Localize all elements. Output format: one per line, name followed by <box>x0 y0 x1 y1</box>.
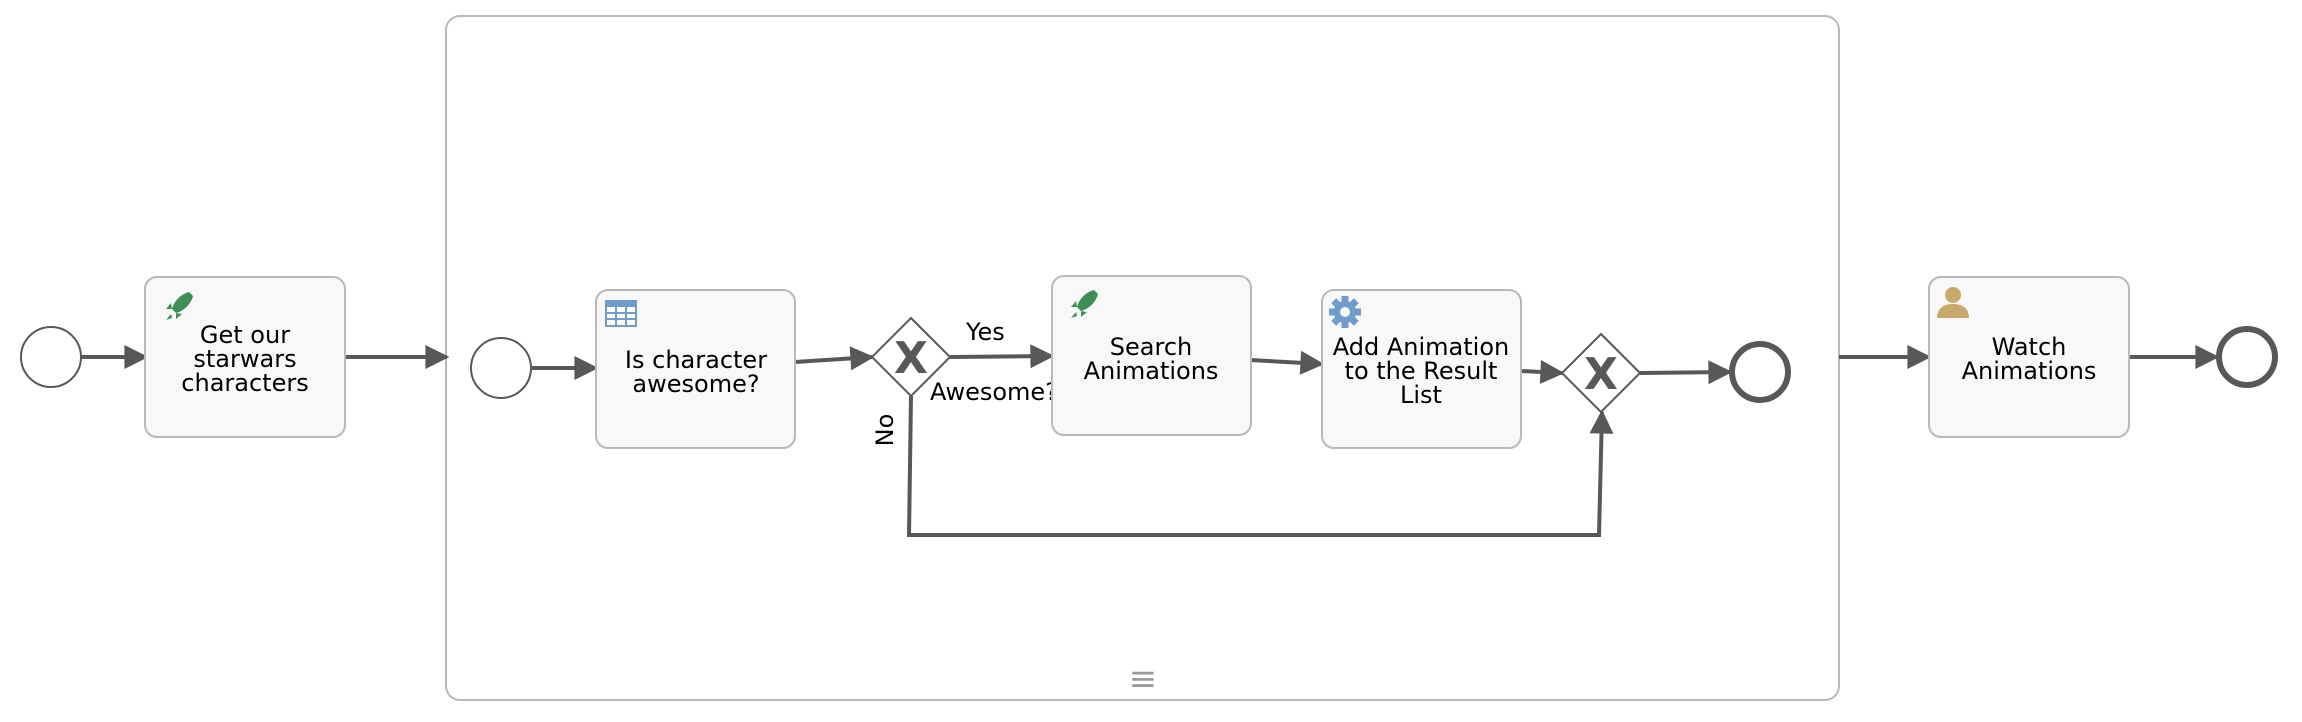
rocket-icon <box>166 292 193 320</box>
user-icon <box>1937 287 1969 318</box>
flow-label-awesome: Awesome? <box>930 378 1058 406</box>
task-box <box>1928 276 2130 438</box>
task-label-line: Add Animation <box>1333 333 1509 361</box>
subprocess-collapse-marker[interactable]: ≡ <box>1129 659 1158 699</box>
task-label-line: characters <box>181 369 308 397</box>
flow-label-no: No <box>871 414 899 447</box>
flow-merge-to-sub-end[interactable] <box>1639 360 1733 385</box>
task-box <box>144 276 346 438</box>
sequence-flows <box>81 344 2220 537</box>
task-label-line: awesome? <box>632 370 759 398</box>
flow-label-yes: Yes <box>965 318 1005 346</box>
subprocess-end-event[interactable] <box>1729 341 1791 403</box>
task-label-line: Is character <box>625 346 767 374</box>
exclusive-gateway-awesome[interactable]: X <box>870 316 952 398</box>
task-label-line: Search <box>1110 333 1192 361</box>
end-event[interactable] <box>2216 326 2278 388</box>
start-event[interactable] <box>20 326 82 388</box>
gateway-diamond <box>870 316 952 398</box>
flow-gateway-no[interactable] <box>906 395 1614 537</box>
table-icon <box>605 300 637 327</box>
gateway-x-icon: X <box>894 333 928 384</box>
task-add-animation[interactable]: Add Animation to the Result List <box>1321 289 1522 449</box>
task-is-awesome[interactable]: Is character awesome? <box>595 289 796 449</box>
task-watch-animations[interactable]: Watch Animations <box>1928 276 2130 438</box>
subprocess-start-event[interactable] <box>470 337 532 399</box>
flow-add-to-merge-gateway[interactable] <box>1520 359 1565 384</box>
task-label-line: List <box>1400 381 1442 409</box>
task-box <box>1051 275 1252 436</box>
task-label-line: Animations <box>1962 357 2097 385</box>
exclusive-gateway-merge[interactable]: X <box>1560 332 1642 414</box>
flow-gateway-yes[interactable] <box>949 344 1055 369</box>
task-label-line: starwars <box>193 345 296 373</box>
task-get-characters[interactable]: Get our starwars characters <box>144 276 346 438</box>
task-box <box>1321 289 1522 449</box>
task-search-animations[interactable]: Search Animations <box>1051 275 1252 436</box>
task-label-line: Get our <box>200 321 290 349</box>
flow-search-to-add[interactable] <box>1250 350 1325 375</box>
task-label-line: Animations <box>1084 357 1219 385</box>
task-box <box>595 289 796 449</box>
gear-icon <box>1329 296 1361 328</box>
gateway-diamond <box>1560 332 1642 414</box>
task-label-line: Watch <box>1992 333 2067 361</box>
gateway-x-icon: X <box>1584 349 1618 400</box>
task-label-line: to the Result <box>1345 357 1498 385</box>
flow-is-awesome-to-gateway[interactable] <box>794 346 875 371</box>
rocket-icon <box>1071 290 1098 318</box>
